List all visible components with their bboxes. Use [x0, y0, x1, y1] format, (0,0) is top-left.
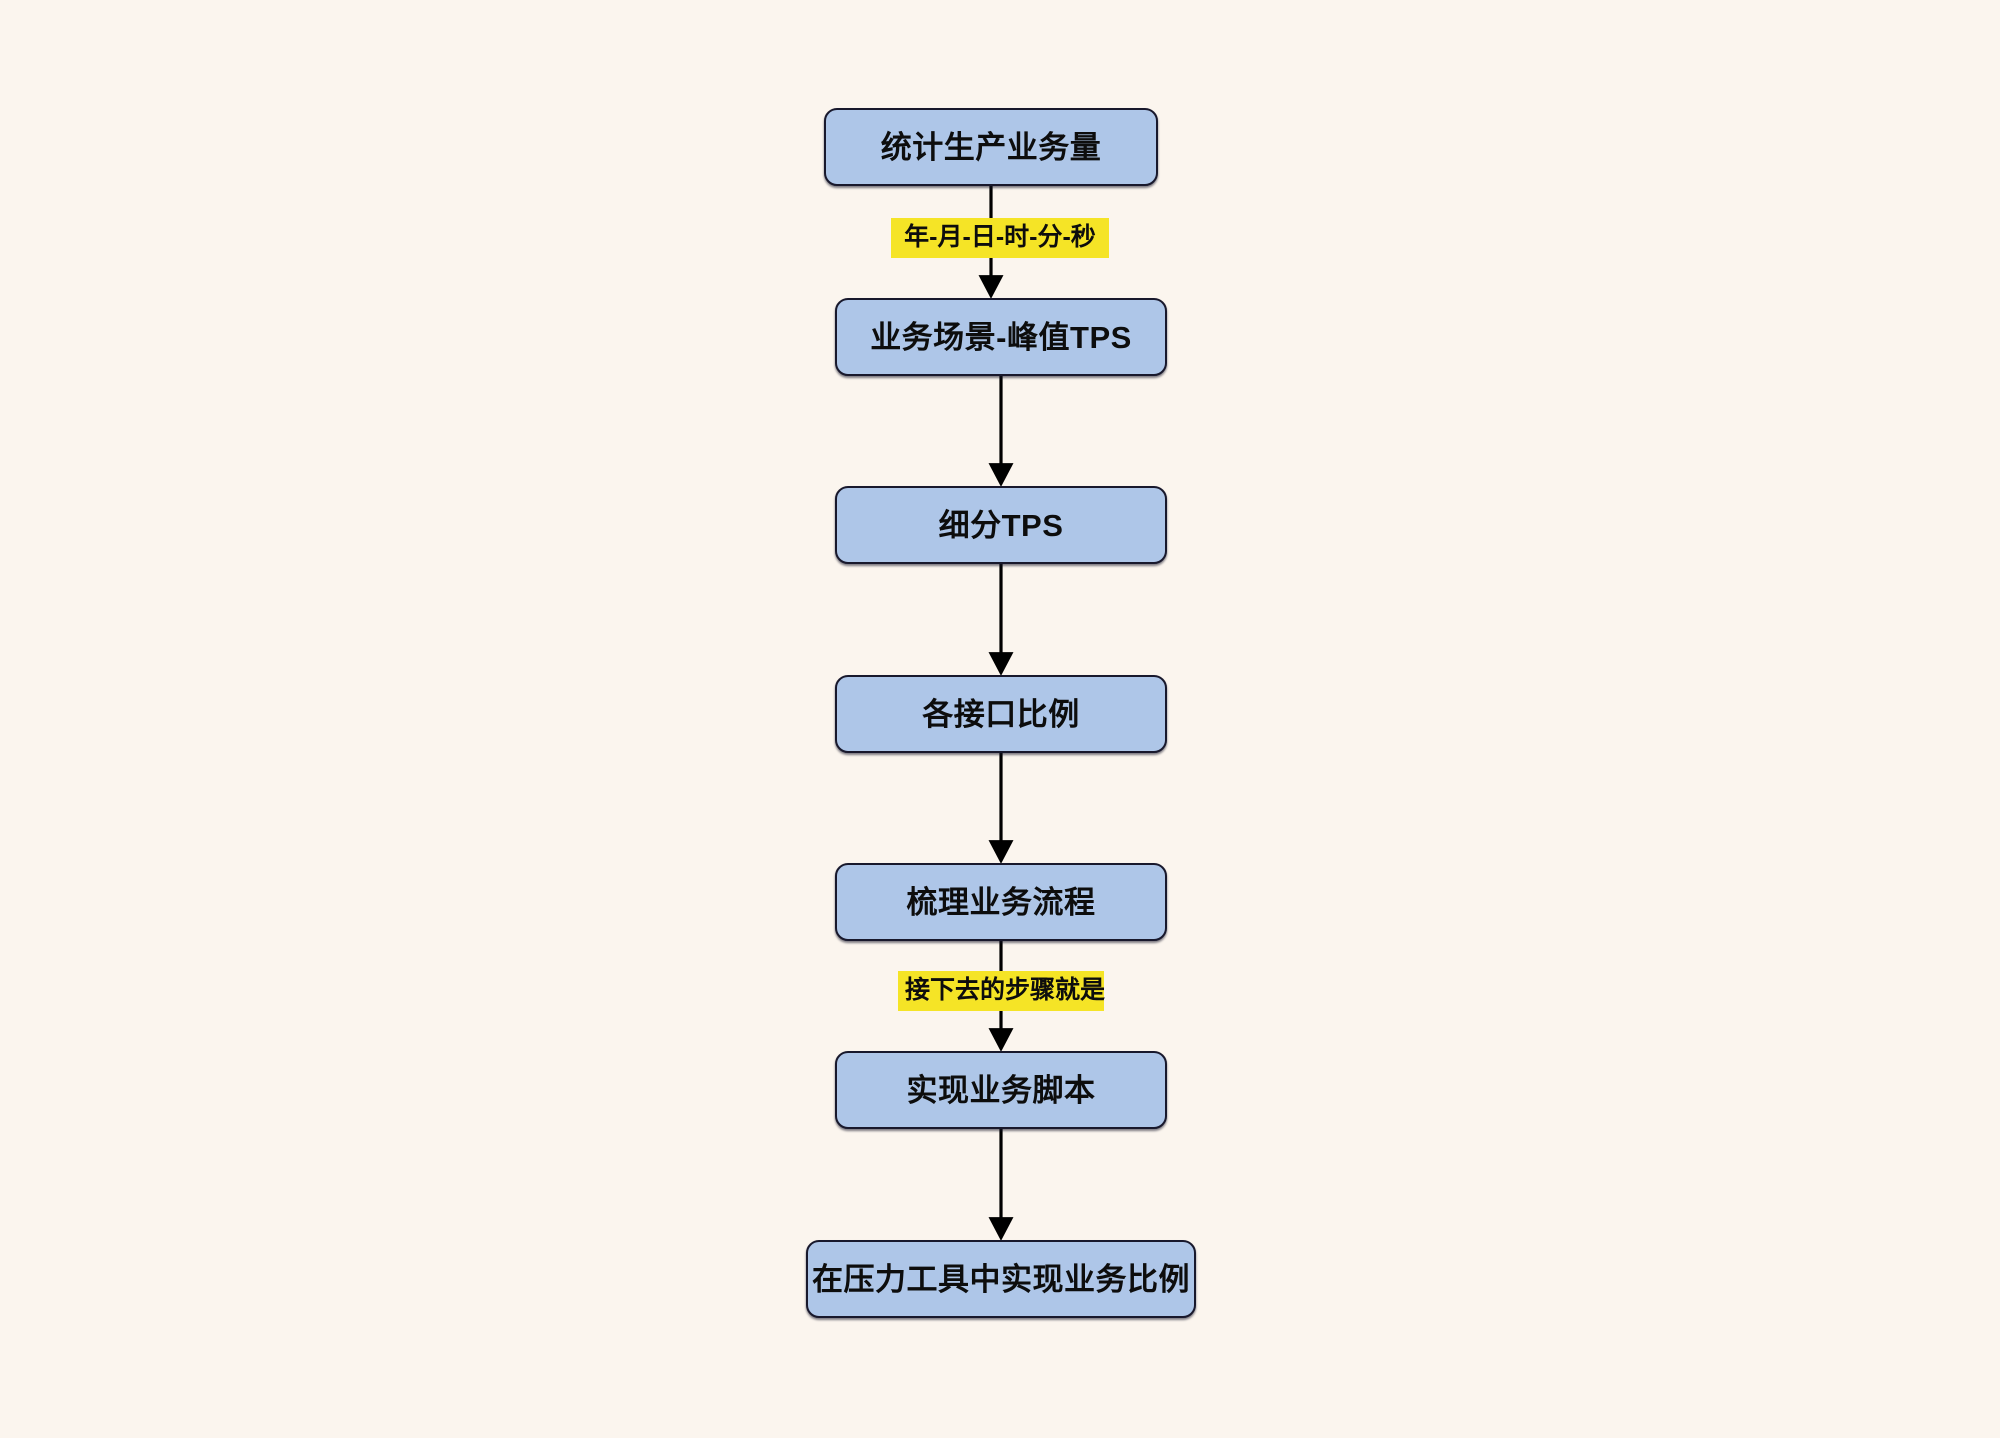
flow-node-label: 实现业务脚本: [906, 1072, 1096, 1108]
flow-node-label: 统计生产业务量: [880, 129, 1102, 165]
flow-node-n6[interactable]: 实现业务脚本: [835, 1051, 1167, 1129]
flow-node-label: 业务场景-峰值TPS: [870, 319, 1132, 355]
flow-node-label: 各接口比例: [922, 696, 1080, 732]
flow-node-n1[interactable]: 统计生产业务量: [824, 108, 1158, 186]
flow-node-n5[interactable]: 梳理业务流程: [835, 863, 1167, 941]
flow-node-n2[interactable]: 业务场景-峰值TPS: [835, 298, 1167, 376]
flow-node-label: 细分TPS: [938, 507, 1064, 543]
flow-edge-label-e5: 接下去的步骤就是: [898, 971, 1105, 1011]
flow-node-label: 在压力工具中实现业务比例: [812, 1261, 1190, 1297]
flow-node-n4[interactable]: 各接口比例: [835, 675, 1167, 753]
flow-edge-label-e1: 年-月-日-时-分-秒: [891, 218, 1109, 258]
flow-node-label: 梳理业务流程: [906, 884, 1096, 920]
flow-node-n7[interactable]: 在压力工具中实现业务比例: [806, 1240, 1196, 1318]
flow-node-n3[interactable]: 细分TPS: [835, 486, 1167, 564]
